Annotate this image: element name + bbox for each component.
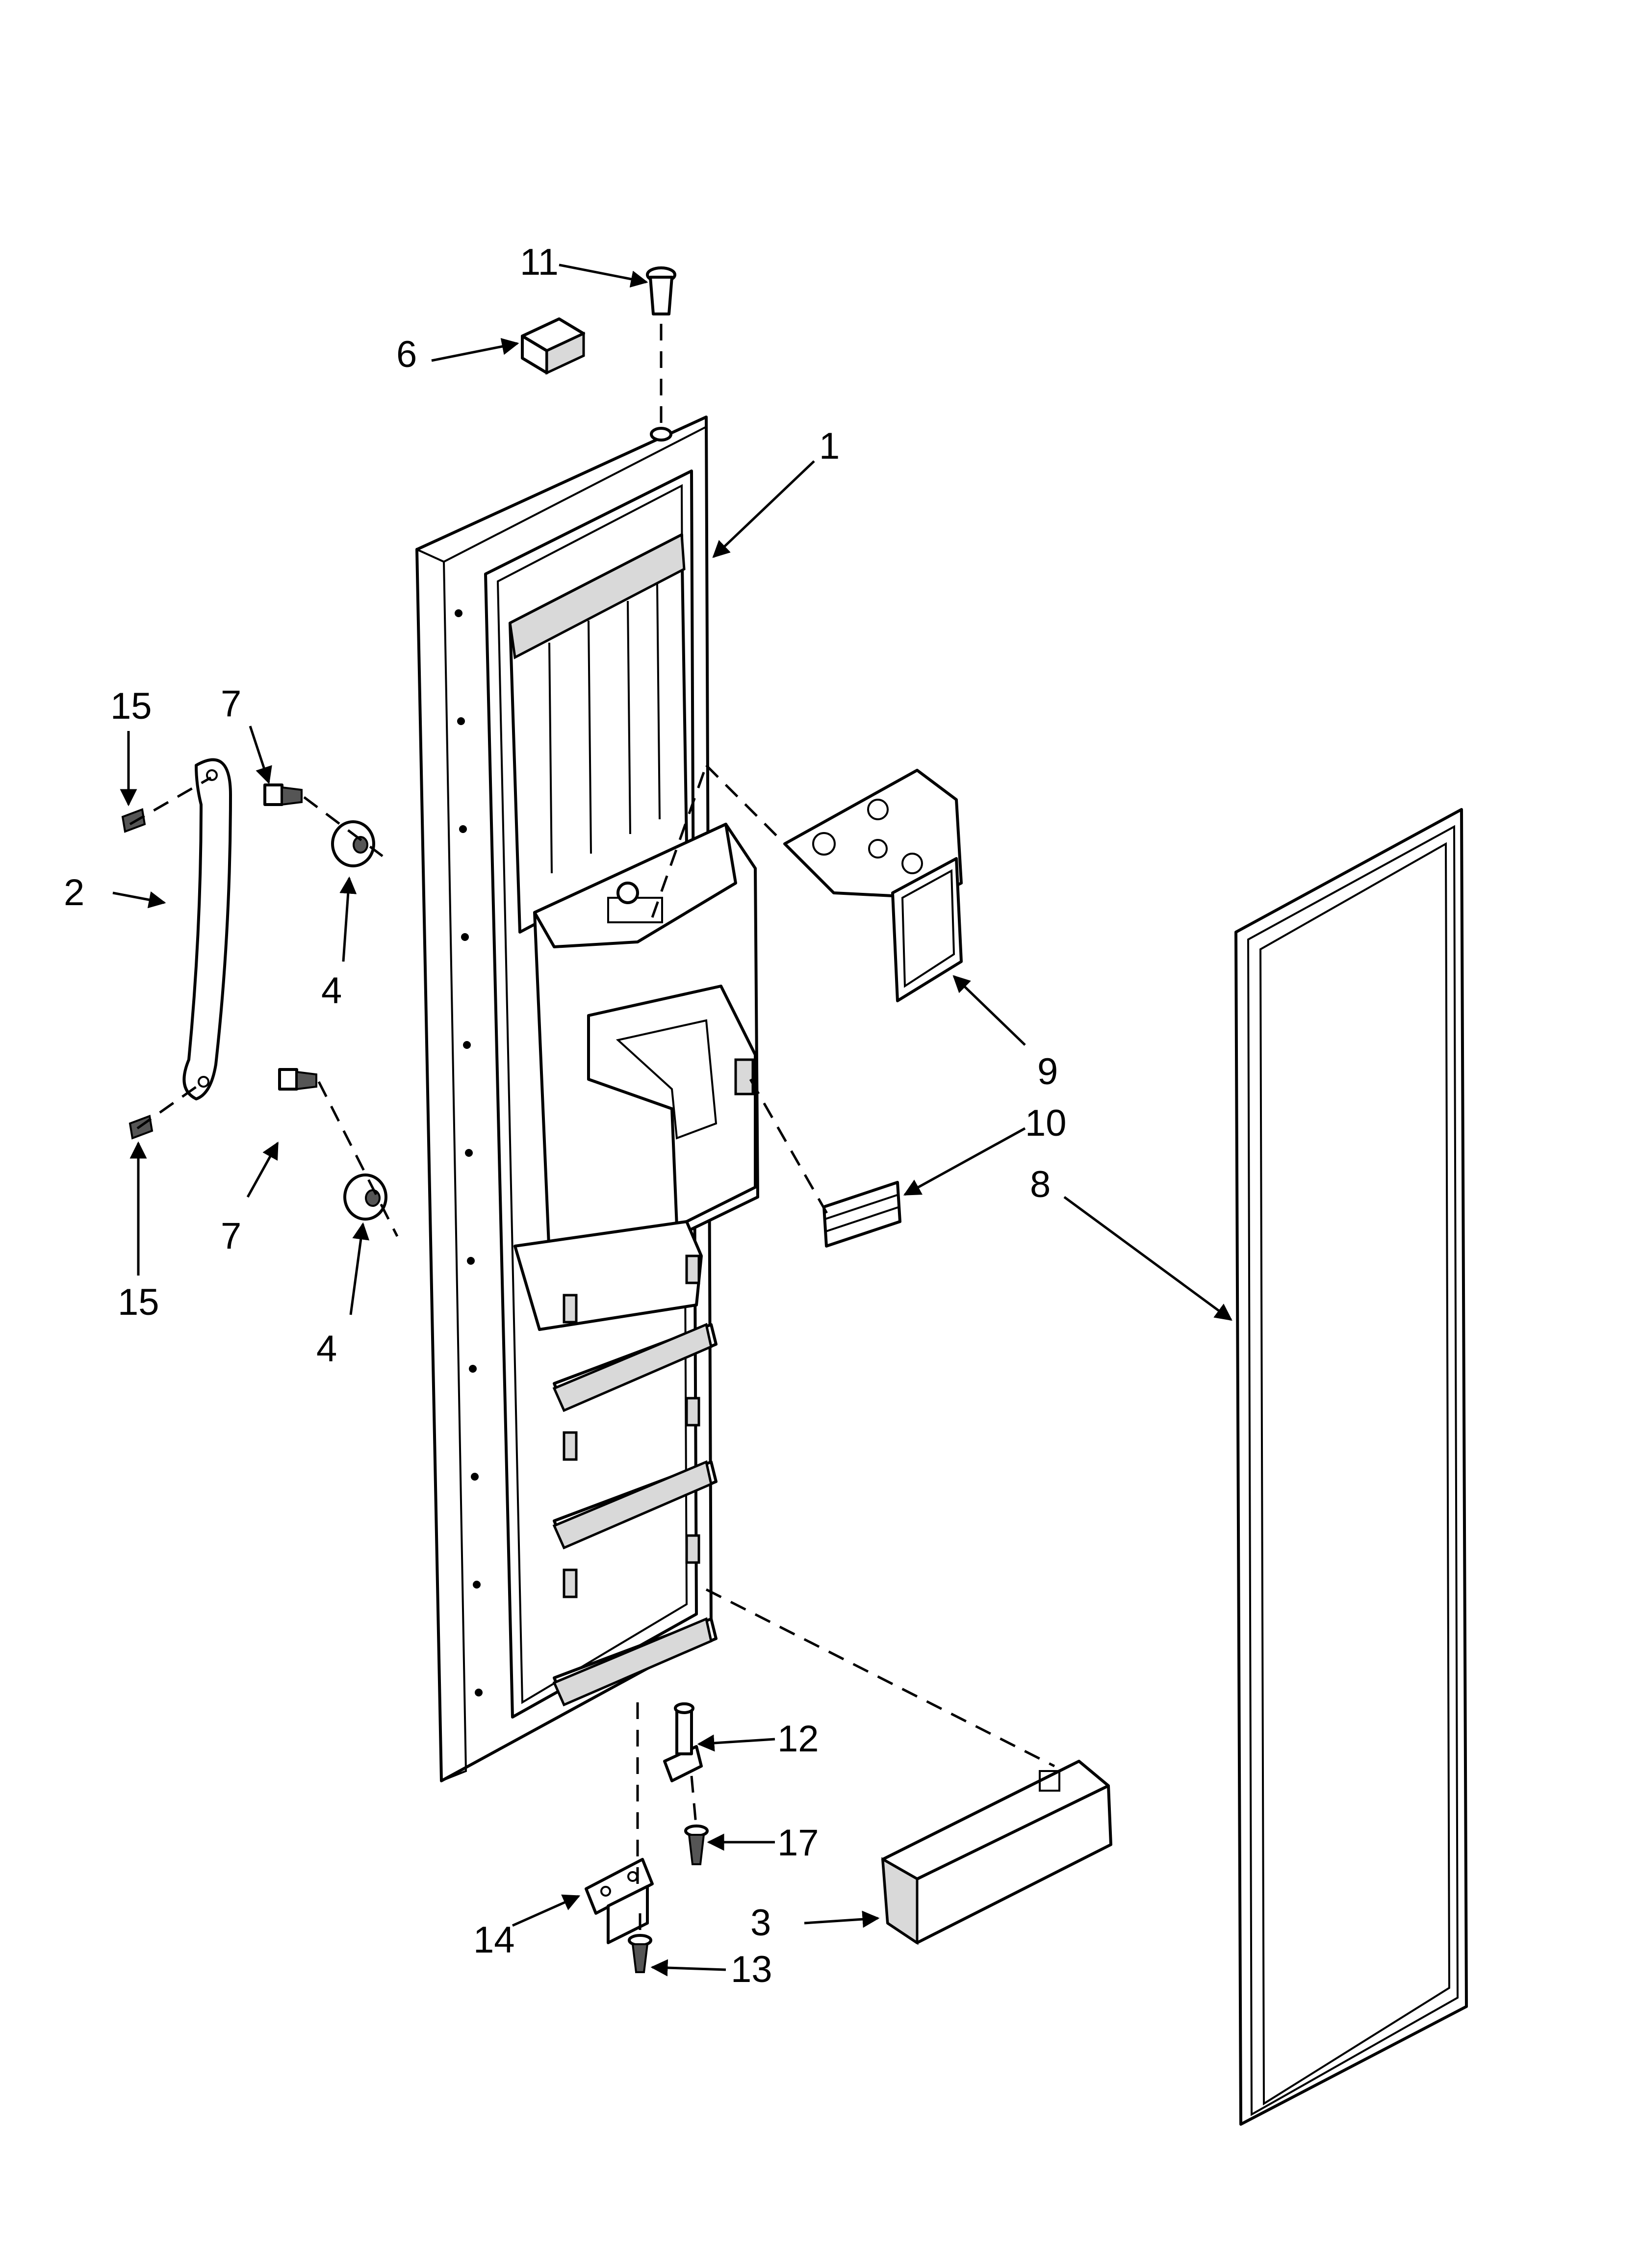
callout-3: 3: [750, 1902, 771, 1944]
door-edge-holes: [455, 609, 483, 1696]
callout-labels: 11 6 1 15 7 2 4 9 10 8 7 15 4 12 17 3 14…: [64, 241, 1067, 1990]
callout-7-upper: 7: [221, 683, 241, 725]
part-10-bracket: [822, 1181, 901, 1248]
part-4-spacer-lower: [343, 1173, 387, 1221]
callout-15-lower: 15: [118, 1281, 159, 1323]
callout-2: 2: [64, 872, 84, 913]
callout-4-upper: 4: [321, 970, 342, 1012]
door-shelves: [513, 1220, 718, 1707]
part-4-spacer-upper: [331, 820, 375, 867]
part-15-screw-upper: [121, 808, 146, 833]
part-7-bolt-upper: [263, 783, 303, 806]
callout-7-lower: 7: [221, 1215, 241, 1257]
part-17-screw: [684, 1825, 709, 1865]
part-9-cover-plate: [783, 769, 963, 1002]
part-14-hinge-bracket: [585, 1858, 654, 1944]
part-13-screw: [628, 1934, 652, 1973]
part-7-bolt-lower: [278, 1068, 317, 1091]
part-6-switch: [521, 317, 585, 375]
part-11-plug: [646, 266, 676, 315]
assembly-lines: [129, 324, 1055, 1938]
callout-10: 10: [1025, 1102, 1067, 1144]
callout-11: 11: [520, 241, 559, 283]
door-gasket: [1234, 808, 1468, 2126]
callout-15-upper: 15: [110, 685, 152, 727]
callout-4-lower: 4: [316, 1328, 337, 1370]
callout-9: 9: [1037, 1051, 1058, 1093]
part-12-hinge-pin: [663, 1702, 703, 1782]
part-3-door-bin: [881, 1760, 1112, 1945]
leader-arrows: [112, 263, 1232, 1977]
callout-6: 6: [396, 334, 417, 375]
callout-1: 1: [819, 425, 840, 467]
callout-13: 13: [731, 1949, 772, 1990]
callout-8: 8: [1030, 1164, 1051, 1205]
freezer-door-panel: [415, 416, 759, 1782]
callout-17: 17: [777, 1822, 819, 1864]
callout-14: 14: [473, 1919, 515, 1961]
callout-12: 12: [777, 1718, 819, 1760]
part-2-handle: [182, 758, 232, 1100]
